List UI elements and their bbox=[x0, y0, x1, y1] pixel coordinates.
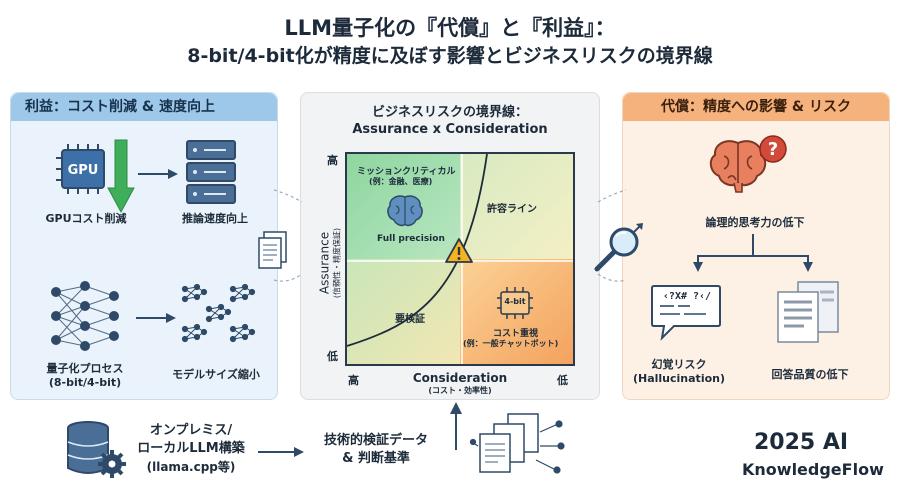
tolerance-curve bbox=[347, 154, 488, 347]
matrix-title: ビジネスリスクの境界線： Assurance x Consideration bbox=[300, 104, 600, 138]
logic-decline-label: 論理的思考力の低下 bbox=[705, 216, 805, 229]
hallucination-line-1: 幻覚リスク bbox=[651, 358, 707, 371]
brain-small-icon bbox=[387, 195, 423, 227]
benefit-panel-header: 利益：コスト削減 & 速度向上 bbox=[11, 93, 277, 121]
full-precision-label: Full precision bbox=[377, 234, 445, 244]
data-documents-icon bbox=[469, 413, 565, 474]
svg-text:?: ? bbox=[768, 139, 778, 160]
garbled-speech-icon bbox=[651, 285, 721, 341]
brain-icon bbox=[709, 140, 767, 193]
arrow-network-to-small bbox=[136, 313, 176, 323]
warning-icon bbox=[445, 238, 473, 263]
hallucination-label: 幻覚リスク (Hallucination) bbox=[624, 358, 734, 386]
chip-label: 4-bit bbox=[504, 297, 526, 306]
document-icon bbox=[258, 231, 287, 269]
y-axis-low: 低 bbox=[327, 350, 338, 363]
right-branch-arrows bbox=[693, 234, 813, 272]
gpu-cost-label: GPUコスト削減 bbox=[45, 212, 127, 225]
question-icon: ? bbox=[759, 135, 787, 163]
quant-process-label: 量子化プロセス (8-bit/4-bit) bbox=[30, 362, 140, 390]
x-axis-line-1: Consideration bbox=[412, 371, 508, 385]
down-arrow-icon bbox=[107, 139, 135, 214]
onprem-line-3: (llama.cpp等) bbox=[146, 460, 236, 474]
tech-line-2: & 判断基準 bbox=[342, 451, 410, 466]
matrix-title-line-1: ビジネスリスクの境界線： bbox=[371, 105, 528, 120]
title-line-2: 8-bit/4-bit化が精度に及ぼす影響とビジネスリスクの境界線 bbox=[187, 45, 713, 67]
cost-focused-line-1: コスト重視 bbox=[493, 329, 539, 339]
y-axis-high: 高 bbox=[327, 154, 338, 167]
model-size-label: モデルサイズ縮小 bbox=[172, 368, 260, 381]
onprem-line-1: オンプレミス/ bbox=[149, 423, 233, 438]
arrow-tech-up bbox=[450, 402, 462, 450]
hallucination-line-2: (Hallucination) bbox=[632, 372, 726, 385]
small-networks-icon bbox=[181, 283, 256, 343]
quadrant-tolerance bbox=[460, 154, 573, 259]
risk-matrix: ミッションクリティカル (例：金融、医療) Full precision 許容ラ… bbox=[345, 152, 575, 366]
x-axis-line-2: (コスト・効率性) bbox=[428, 386, 492, 395]
page-title: LLM量子化の『代償』と『利益』： 8-bit/4-bit化が精度に及ぼす影響と… bbox=[0, 14, 900, 70]
mission-critical-line-1: ミッションクリティカル bbox=[357, 167, 456, 177]
arrow-onprem-to-tech bbox=[258, 447, 304, 457]
brand-name: KnowledgeFlow bbox=[742, 460, 884, 479]
arrow-gpu-to-server bbox=[138, 169, 178, 179]
magnifier-icon bbox=[594, 223, 643, 272]
onprem-line-2: ローカルLLM構築 bbox=[137, 441, 245, 456]
quant-process-line-2: (8-bit/4-bit) bbox=[48, 376, 122, 389]
cost-panel-header: 代償：精度への影響 & リスク bbox=[623, 93, 889, 121]
tech-verification-label: 技術的検証データ & 判断基準 bbox=[306, 432, 446, 468]
documents-icon bbox=[777, 281, 839, 343]
mission-critical-line-2: (例：金融、医療) bbox=[369, 177, 433, 186]
x-axis-high: 高 bbox=[348, 374, 359, 387]
gpu-chip-icon bbox=[56, 144, 105, 194]
garbled-text: ‹?X# ?‹/ bbox=[662, 291, 712, 302]
neural-network-icon bbox=[51, 281, 119, 351]
tech-line-1: 技術的検証データ bbox=[323, 433, 428, 448]
inference-speed-label: 推論速度向上 bbox=[182, 212, 248, 225]
chip-icon bbox=[497, 287, 533, 319]
gpu-chip-label: GPU bbox=[67, 163, 99, 178]
brand-year: 2025 AI bbox=[754, 430, 849, 455]
x-axis-low: 低 bbox=[557, 374, 568, 387]
server-icon bbox=[186, 140, 236, 204]
y-axis-line-2: (信頼性・精度保証) bbox=[332, 227, 342, 299]
title-line-1: LLM量子化の『代償』と『利益』： bbox=[284, 16, 616, 40]
y-axis-title-text: Assurance (信頼性・精度保証) bbox=[318, 228, 343, 298]
y-axis-line-1: Assurance bbox=[317, 231, 332, 295]
x-axis-title: Consideration (コスト・効率性) bbox=[380, 371, 540, 396]
onprem-label: オンプレミス/ ローカルLLM構築 (llama.cpp等) bbox=[126, 422, 256, 476]
quant-process-line-1: 量子化プロセス bbox=[46, 362, 124, 375]
matrix-title-line-2: Assurance x Consideration bbox=[352, 122, 548, 137]
benefit-panel: 利益：コスト削減 & 速度向上 bbox=[10, 92, 278, 400]
answer-quality-label: 回答品質の低下 bbox=[771, 368, 849, 381]
tolerance-line-label: 許容ライン bbox=[487, 204, 537, 215]
database-gear-icon bbox=[67, 421, 126, 478]
quadrant-needs-verification bbox=[347, 259, 460, 364]
dash-lines-right bbox=[597, 189, 627, 282]
dash-lines-left bbox=[273, 189, 303, 282]
needs-verification-label: 要検証 bbox=[395, 314, 425, 325]
cost-focused-line-2: (例：一般チャットボット) bbox=[463, 339, 559, 348]
